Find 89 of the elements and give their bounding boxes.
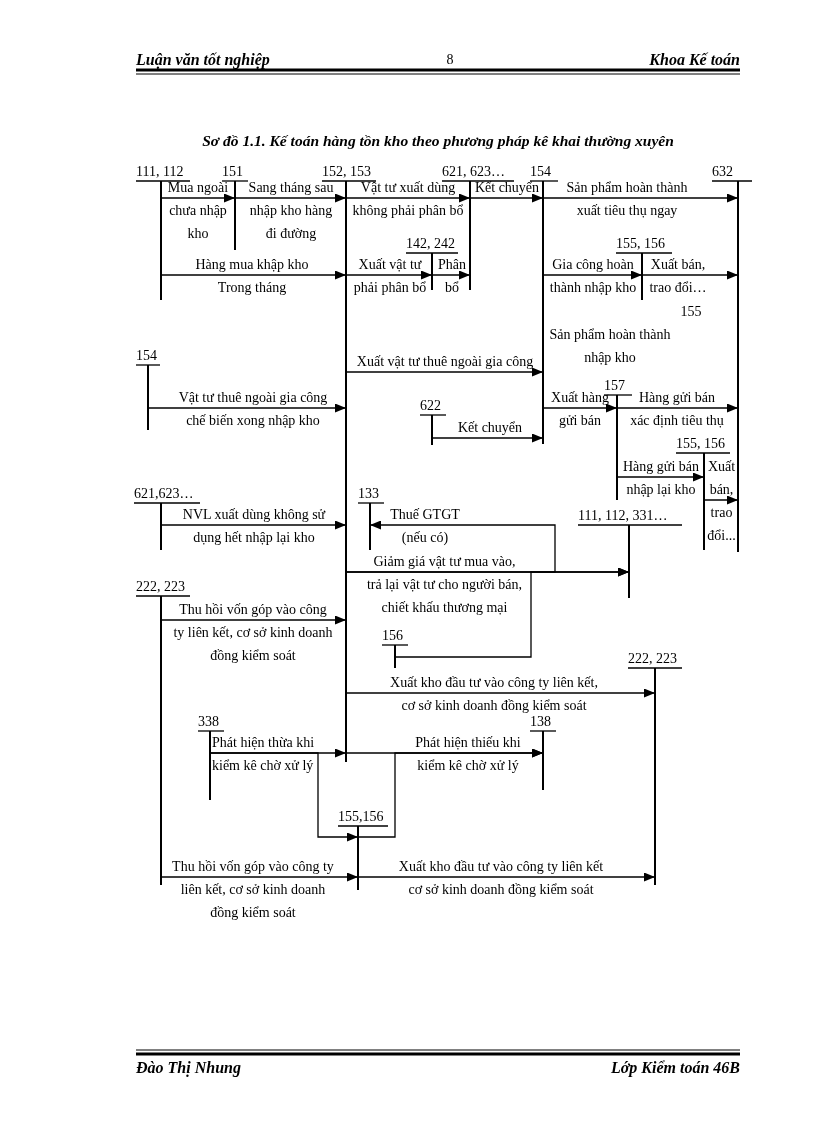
edge-label: Phân bổ: [437, 256, 467, 297]
account-number: 632: [712, 164, 733, 180]
edge-label: Kết chuyển: [456, 419, 524, 437]
page-number: 8: [445, 51, 455, 69]
arrow: [345, 520, 556, 573]
header-text: Khoa Kế toán: [648, 50, 740, 70]
arrow: [641, 270, 739, 280]
arrow: [209, 752, 359, 842]
arrow: [147, 403, 347, 413]
arrow: [542, 270, 643, 280]
account-number: 142, 242: [406, 236, 455, 252]
edge-label: Hàng gửi bán xác định tiêu thụ: [629, 389, 725, 430]
edge-label: Thu hồi vốn góp vào công ty liên kết, cơ sở kinh doanh đồng kiểm soát: [172, 601, 334, 665]
edge-label: Hàng mua khập kho Trong tháng: [194, 256, 310, 297]
footer-text: Đào Thị Nhung: [136, 1058, 242, 1079]
arrow: [542, 403, 618, 413]
account-number: 621,623…: [134, 486, 194, 502]
edge-label: Xuất kho đầu tư vào công ty liên kết cơ sở kinh doanh đồng kiểm soát: [397, 858, 605, 899]
arrow: [160, 615, 347, 625]
account-number: 111, 112: [136, 164, 184, 180]
account-number: 155,156: [338, 809, 384, 825]
t-account: [338, 809, 388, 890]
arrow: [160, 193, 236, 203]
account-number: 621, 623…: [442, 164, 505, 180]
arrow: [345, 193, 471, 203]
arrow: [431, 270, 471, 280]
arrow: [616, 403, 739, 413]
account-number: 154: [136, 348, 157, 364]
arrow: [542, 193, 739, 203]
edge-label: Xuất bán, trao đổi...: [706, 458, 737, 545]
arrow: [616, 472, 705, 482]
account-number: 155: [679, 303, 703, 321]
t-account: [358, 486, 384, 550]
account-number: 622: [420, 398, 441, 414]
arrow: [357, 872, 656, 882]
edge-label: Mua ngoài chưa nhập kho: [166, 179, 230, 243]
t-account: [628, 651, 682, 885]
account-number: 133: [358, 486, 379, 502]
arrow: [394, 567, 630, 658]
account-number: 155, 156: [676, 436, 725, 452]
edge-label: Hàng gửi bán nhập lại kho: [622, 458, 700, 499]
edge-label: Xuất vật tư thuê ngoài gia công: [355, 353, 535, 371]
edge-label: Vật tư xuất dùng không phải phân bổ: [351, 179, 465, 220]
edge-label: Thuế GTGT (nếu có): [389, 506, 461, 547]
edge-label: Giảm giá vật tư mua vào, trả lại vật tư cho người bán, chiết khấu thương mại: [365, 553, 524, 617]
arrow: [431, 433, 544, 443]
account-number: 138: [530, 714, 551, 730]
account-number: 222, 223: [628, 651, 677, 667]
account-number: 154: [530, 164, 551, 180]
account-number: 157: [604, 378, 625, 393]
account-number: 222, 223: [136, 579, 185, 595]
edge-label: Sản phẩm hoàn thành xuất tiêu thụ ngay: [565, 179, 689, 220]
edge-label: Vật tư thuê ngoài gia công chế biến xong nhập kho: [177, 389, 329, 430]
t-account: [578, 508, 682, 598]
arrow: [345, 270, 433, 280]
arrow: [160, 520, 347, 530]
t-account: [530, 714, 556, 790]
note-text: Sản phẩm hoàn thành nhập kho: [548, 326, 672, 367]
account-number: 111, 112, 331…: [578, 508, 668, 524]
account-number: 338: [198, 714, 219, 730]
edge-label: Gia công hoàn thành nhập kho: [548, 256, 638, 297]
account-number: 151: [222, 164, 243, 180]
t-account: [420, 398, 446, 445]
t-account: [382, 628, 408, 668]
edge-label: Xuất hàng gửi bán: [550, 390, 610, 430]
edge-label: Xuất kho đầu tư vào công ty liên kết, cơ sở kinh doanh đồng kiểm soát: [389, 674, 599, 715]
edge-label: Xuất bán, trao đổi…: [648, 256, 708, 297]
edge-label: Thu hồi vốn góp vào công ty liên kết, cơ sở kinh doanh đồng kiểm soát: [171, 858, 335, 922]
edge-label: Phát hiện thừa khi kiểm kê chờ xử lý: [212, 734, 316, 775]
edge-label: Kết chuyển: [473, 179, 541, 197]
footer-text: Lớp Kiểm toán 46B: [609, 1058, 740, 1079]
edge-label: Xuất vật tư phải phân bổ: [352, 256, 428, 297]
account-number: 152, 153: [322, 164, 371, 180]
edge-label: Phát hiện thiếu khi kiểm kê chờ xử lý: [414, 734, 522, 775]
arrow: [160, 872, 359, 882]
arrow: [469, 193, 544, 203]
t-account: [136, 348, 160, 430]
arrow: [345, 688, 656, 698]
diagram-title: Sơ đồ 1.1. Kế toán hàng tồn kho theo phương pháp kê khai thường xuyên: [201, 132, 675, 150]
header-text: Luận văn tốt nghiệp: [136, 50, 271, 71]
edge-label: Sang tháng sau nhập kho hàng đi đường: [247, 179, 335, 243]
account-number: 155, 156: [616, 236, 665, 252]
arrow: [345, 367, 544, 377]
arrow: [703, 495, 739, 505]
account-number: 156: [382, 628, 403, 644]
arrow: [234, 193, 347, 203]
edge-label: NVL xuất dùng không sử dụng hết nhập lại kho: [181, 506, 327, 547]
arrow: [160, 270, 347, 280]
arrow: [357, 748, 544, 838]
